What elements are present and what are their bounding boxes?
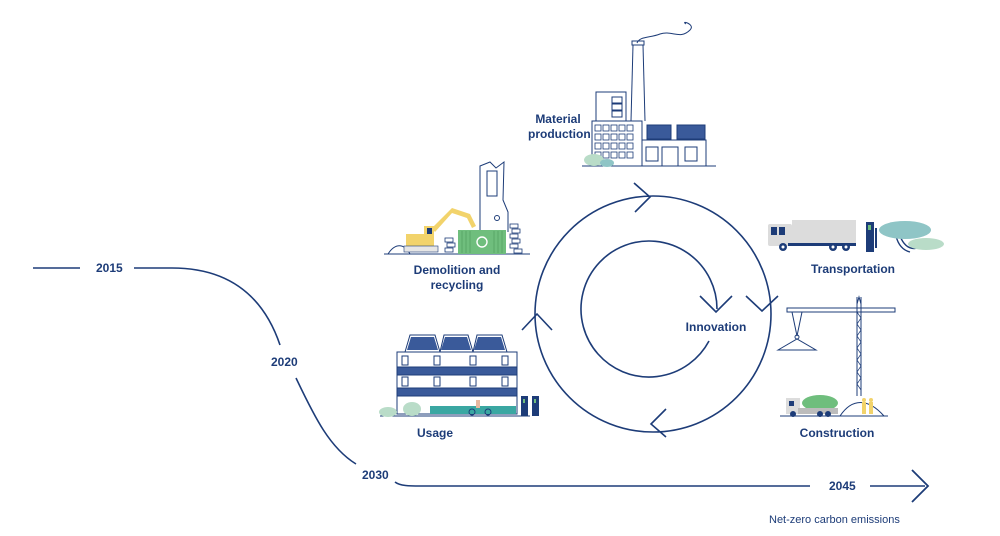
stage-label-demolition-recycling: Demolition and recycling: [413, 263, 501, 292]
factory-illustration: [582, 21, 716, 167]
cycle-arrow-left-icon: [521, 312, 553, 331]
ev-charger-icon: [521, 396, 539, 416]
solar-panels-icon: [407, 337, 505, 350]
timeline-line: [33, 267, 925, 487]
stage-label-usage: Usage: [416, 426, 454, 440]
excavator-icon: [403, 208, 476, 253]
timeline-arrowhead-icon: [911, 469, 930, 503]
year-2030-label: 2030: [362, 468, 389, 482]
year-2045-label: 2045: [829, 479, 856, 493]
net-zero-note: Net-zero carbon emissions: [769, 514, 900, 526]
cycle-arrow-right-icon: [745, 295, 779, 313]
apartment-building-illustration: [380, 334, 530, 417]
recycling-container-icon: [458, 230, 506, 254]
stage-label-transportation: Transportation: [810, 262, 895, 276]
charging-station-icon: [866, 222, 877, 252]
truck-icon: [768, 220, 856, 251]
demolition-illustration: [384, 160, 530, 255]
cycle-arrow-bottom-icon: [649, 408, 667, 438]
stage-label-material-production: Material production: [528, 112, 591, 141]
year-2015-label: 2015: [96, 261, 123, 275]
cement-truck-icon: [786, 395, 838, 417]
crane-illustration: [776, 295, 896, 417]
stage-label-construction: Construction: [799, 426, 875, 440]
innovation-label: Innovation: [685, 320, 747, 334]
factory-trees-icon: [584, 154, 614, 167]
tree-icon: [879, 221, 944, 253]
workers-icon: [862, 398, 873, 414]
cyclist-icon: [468, 400, 492, 416]
inner-innovation-arc: [580, 240, 733, 378]
outer-cycle-ring: [534, 195, 772, 433]
garden-hedge-icon: [379, 402, 516, 417]
year-2020-label: 2020: [271, 355, 298, 369]
cycle-arrow-top-icon: [633, 182, 652, 213]
